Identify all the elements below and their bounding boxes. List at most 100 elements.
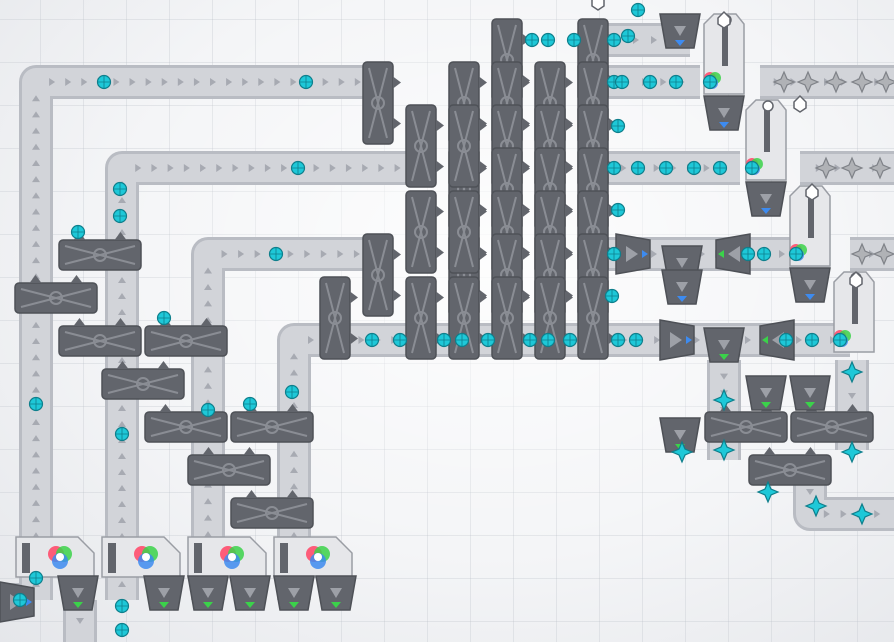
balancer-icon[interactable] [187, 447, 271, 486]
balancer-output-arrows [73, 232, 127, 240]
balancer-icon[interactable] [448, 104, 487, 188]
belt-arrow-icon [118, 405, 126, 411]
circle-shape-icon [200, 402, 216, 418]
circle-shape-icon [778, 332, 794, 348]
circle-shape-icon [606, 32, 622, 48]
cutter-icon[interactable] [703, 327, 745, 363]
painter-icon[interactable] [273, 536, 353, 578]
balancer-icon[interactable] [14, 275, 98, 314]
cutter-icon[interactable] [745, 375, 787, 411]
circle-shape-icon [522, 332, 538, 348]
balancer-output-arrows [159, 318, 213, 326]
balancer-hub [457, 311, 471, 325]
balancer-icon[interactable] [491, 276, 530, 360]
belt-arrow-icon [32, 192, 40, 199]
belt-arrow-icon [248, 164, 255, 172]
painter-icon[interactable] [187, 536, 267, 578]
balancer-icon[interactable] [230, 490, 314, 529]
cutter-arrow [330, 588, 342, 598]
circle-shape-icon [606, 160, 622, 176]
circle-shape-quarters [526, 34, 538, 46]
balancer-icon[interactable] [405, 276, 444, 360]
cutter-icon[interactable] [745, 181, 787, 217]
cutter-icon[interactable] [789, 375, 831, 411]
belt-arrow-icon [204, 382, 212, 389]
cutter-icon[interactable] [273, 575, 315, 611]
cutter-icon[interactable] [187, 575, 229, 611]
belt-arrow-icon [290, 78, 297, 86]
balancer-icon[interactable] [319, 276, 358, 360]
cutter-arrow [72, 588, 84, 598]
belt-arrow-icon [840, 510, 847, 518]
cutter-indicator [159, 602, 169, 608]
belt-arrow-icon [32, 143, 40, 150]
balancer-output-arrows [245, 404, 299, 412]
rotator-icon[interactable] [659, 319, 695, 361]
circle-shape-quarters [660, 162, 672, 174]
cutter-icon[interactable] [143, 575, 185, 611]
balancer-icon[interactable] [405, 190, 444, 274]
belt-arrow-icon [258, 78, 265, 86]
cutter-indicator [719, 122, 729, 128]
cutter-icon[interactable] [229, 575, 271, 611]
cutter-arrow [202, 588, 214, 598]
balancer-cross [497, 282, 517, 354]
cutter-icon[interactable] [661, 269, 703, 305]
rotator-icon[interactable] [715, 233, 751, 275]
balancer-icon[interactable] [362, 61, 401, 145]
rotator-indicator [762, 336, 768, 344]
balancer-cross [193, 460, 265, 480]
cutter-icon[interactable] [315, 575, 357, 611]
balancer-icon[interactable] [101, 361, 185, 400]
circle-shape-icon [454, 332, 470, 348]
balancer-cross [64, 331, 136, 351]
belt-arrow-icon [354, 78, 361, 86]
rotator-indicator [26, 598, 32, 606]
cutter-icon[interactable] [57, 575, 99, 611]
balancer-icon[interactable] [58, 318, 142, 357]
belt-arrow-icon [313, 164, 320, 172]
star-shape-fill [840, 156, 864, 180]
balancer-output-arrows [479, 205, 487, 259]
belt-arrow-icon [353, 250, 360, 258]
balancer-hub [371, 96, 385, 110]
balancer-hub [49, 291, 63, 305]
cutter-icon[interactable] [789, 267, 831, 303]
painter-icon[interactable] [101, 536, 181, 578]
balancer-icon[interactable] [230, 404, 314, 443]
balancer-icon[interactable] [577, 276, 616, 360]
circle-shape-quarters [606, 290, 618, 302]
circle-shape-quarters [482, 334, 494, 346]
painter-icon[interactable] [15, 536, 95, 578]
star-shape-icon [840, 360, 864, 384]
circle-shape-icon [268, 246, 284, 262]
color-white [56, 553, 64, 561]
belt-arrow-icon [32, 95, 40, 102]
balancer-icon[interactable] [704, 404, 788, 443]
color-mixer-icon [48, 546, 72, 569]
star-shape-icon [712, 438, 736, 462]
balancer-icon[interactable] [748, 447, 832, 486]
belt-arrow-icon [204, 283, 212, 290]
belt-arrow-icon [135, 164, 142, 172]
balancer-icon[interactable] [58, 232, 142, 271]
belt-arrow-icon [118, 197, 126, 203]
circle-shape-quarters [608, 162, 620, 174]
balancer-icon[interactable] [362, 233, 401, 317]
cutter-icon[interactable] [659, 13, 701, 49]
balancer-icon[interactable] [144, 318, 228, 357]
cutter-icon[interactable] [703, 95, 745, 131]
circle-shape-icon [566, 32, 582, 48]
circle-shape-quarters [438, 334, 450, 346]
balancer-icon[interactable] [448, 190, 487, 274]
cutter-indicator [331, 602, 341, 608]
circle-shape-quarters [806, 334, 818, 346]
belt-arrow-icon [329, 164, 336, 172]
balancer-cross [710, 417, 782, 437]
circle-shape-icon [114, 598, 130, 614]
balancer-icon[interactable] [405, 104, 444, 188]
balancer-icon[interactable] [790, 404, 874, 443]
